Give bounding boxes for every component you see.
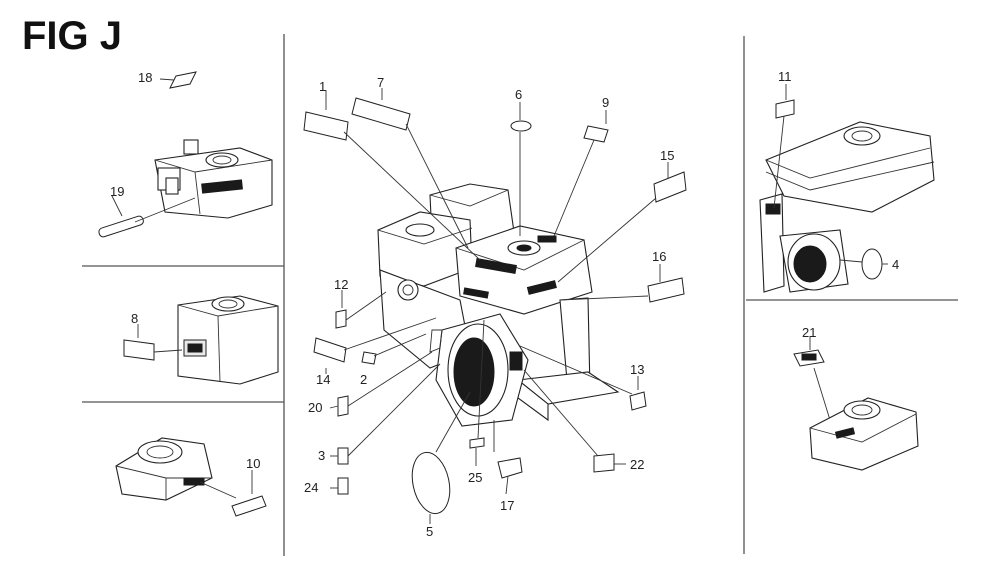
callout-15: 15 xyxy=(660,148,674,163)
callout-2: 2 xyxy=(360,372,367,387)
decal-7 xyxy=(351,97,411,131)
decal-5 xyxy=(411,451,451,515)
decal-17 xyxy=(497,457,523,479)
decal-6 xyxy=(510,120,532,132)
decal-10 xyxy=(231,495,267,517)
callout-9: 9 xyxy=(602,95,609,110)
callout-3: 3 xyxy=(318,448,325,463)
decal-24 xyxy=(337,477,349,495)
callout-19: 19 xyxy=(110,184,124,199)
decal-4 xyxy=(861,248,883,280)
fuel-tank-panel-top-left: 18 19 xyxy=(98,70,273,238)
decal-16 xyxy=(647,277,685,303)
panel-dividers xyxy=(82,34,958,556)
callout-20: 20 xyxy=(308,400,322,415)
callout-24: 24 xyxy=(304,480,318,495)
callout-5: 5 xyxy=(426,524,433,539)
decal-12 xyxy=(335,309,347,329)
decal-1 xyxy=(303,111,349,141)
fuel-tank-panel-bottom-right: 21 xyxy=(793,325,919,471)
center-callouts: 1 7 6 9 15 16 12 14 2 20 3 24 13 22 25 1… xyxy=(304,75,674,539)
callout-1: 1 xyxy=(319,79,326,94)
callout-12: 12 xyxy=(334,277,348,292)
callout-22: 22 xyxy=(630,457,644,472)
callout-7: 7 xyxy=(377,75,384,90)
center-leader-lines xyxy=(325,88,669,524)
callout-10: 10 xyxy=(246,456,260,471)
decal-8 xyxy=(123,339,155,361)
callout-17: 17 xyxy=(500,498,514,513)
decal-3 xyxy=(337,447,349,465)
callout-16: 16 xyxy=(652,249,666,264)
decal-13 xyxy=(629,391,647,411)
decal-14 xyxy=(313,337,347,363)
engine-assembly xyxy=(377,183,620,452)
center-decals xyxy=(303,97,687,515)
decal-2 xyxy=(361,351,377,365)
callout-13: 13 xyxy=(630,362,644,377)
callout-14: 14 xyxy=(316,372,330,387)
callout-21: 21 xyxy=(802,325,816,340)
fuel-tank-panel-top-right: 11 4 xyxy=(759,69,935,293)
decal-11 xyxy=(775,99,795,119)
decal-25 xyxy=(469,437,485,449)
decal-9 xyxy=(583,125,609,143)
callout-18: 18 xyxy=(138,70,152,85)
fuel-tank-panel-bottom-left: 10 xyxy=(115,437,267,517)
callout-4: 4 xyxy=(892,257,899,272)
decal-15 xyxy=(653,171,687,203)
decal-20 xyxy=(337,395,349,417)
callout-11: 11 xyxy=(778,69,792,84)
decal-18 xyxy=(169,71,197,89)
callout-8: 8 xyxy=(131,311,138,326)
callout-25: 25 xyxy=(468,470,482,485)
decal-19 xyxy=(98,215,144,238)
figure-title: FIG J xyxy=(22,14,123,58)
decal-22 xyxy=(593,453,615,473)
callout-6: 6 xyxy=(515,87,522,102)
fuel-tank-panel-middle-left: 8 xyxy=(123,295,279,385)
